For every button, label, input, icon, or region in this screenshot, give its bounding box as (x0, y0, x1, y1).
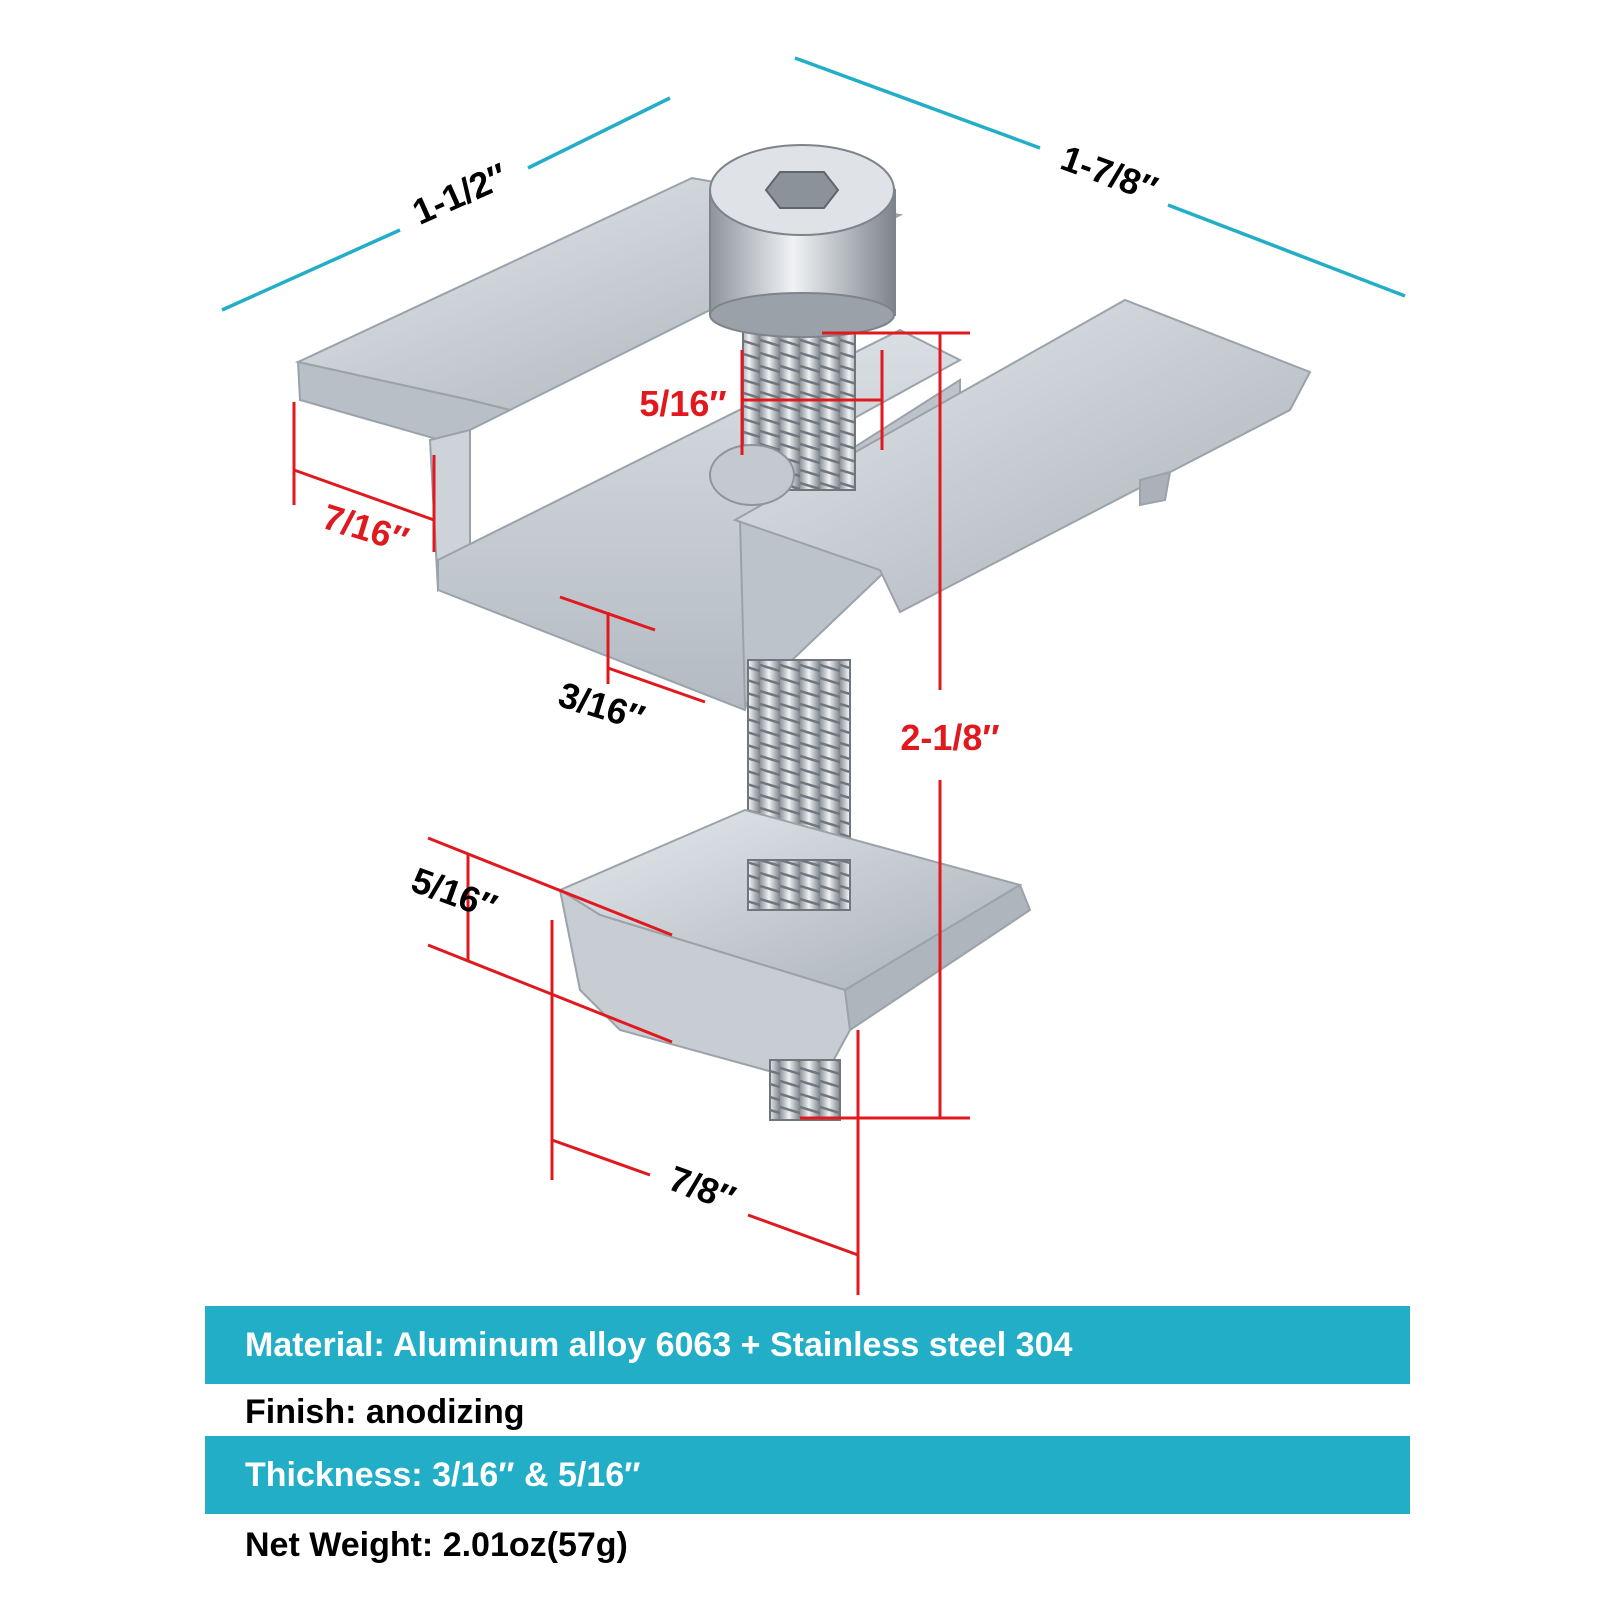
dim-label-nut-width: 7/8″ (664, 1157, 741, 1219)
spec-material-text: Material: Aluminum alloy 6063 + Stainles… (245, 1325, 1073, 1364)
hex-socket-icon (764, 171, 840, 209)
dim-label-base-thickness: 3/16″ (554, 674, 649, 739)
bolt-head-bottom (709, 292, 895, 338)
nut-w-line-a (551, 1138, 651, 1177)
flange-dim-line (293, 468, 435, 522)
washer (709, 444, 795, 506)
spec-net-weight: Net Weight: 2.01oz(57g) (205, 1514, 1410, 1576)
spec-net-weight-text: Net Weight: 2.01oz(57g) (245, 1525, 628, 1564)
t-nut (557, 808, 1032, 1121)
dim-label-top-right-length: 1-7/8″ (1056, 137, 1163, 209)
right-flange-lip (1139, 470, 1172, 507)
right-flange (732, 298, 1312, 614)
base-thk-tick-bottom (607, 666, 706, 704)
nut-thk-tick-top (427, 836, 673, 937)
spec-thickness-text: Thickness: 3/16″ & 5/16″ (245, 1455, 641, 1494)
spec-thickness: Thickness: 3/16″ & 5/16″ (205, 1436, 1410, 1514)
nut-thk-tick-bottom (427, 943, 673, 1044)
clamp-diagram: 1-1/2″ 1-7/8″ 5/16″ 7/16″ 3/16″ 2-1/8″ 5… (221, 56, 1406, 1295)
dim-label-overall-height: 2-1/8″ (900, 717, 999, 758)
dim-label-nut-thickness: 5/16″ (406, 859, 502, 927)
spec-finish-text: Finish: anodizing (245, 1392, 525, 1431)
dim-label-top-left-width: 1-1/2″ (406, 155, 513, 233)
t-nut-front (558, 887, 852, 1087)
bolt-tip (769, 1059, 841, 1121)
bolt-through-nut (747, 859, 851, 911)
dim-label-bolt-diameter: 5/16″ (639, 383, 726, 424)
dim-label-flange-height: 7/16″ (318, 496, 413, 561)
nut-w-line-b (747, 1213, 859, 1257)
red-dimension-lines (292, 331, 970, 1295)
blue-dimension-lines (221, 56, 1406, 312)
length-dim-line-b (1167, 203, 1406, 298)
spec-material: Material: Aluminum alloy 6063 + Stainles… (205, 1306, 1410, 1384)
width-dim-line-b (527, 96, 671, 170)
width-dim-line-a (221, 228, 401, 312)
t-nut-side (843, 883, 1032, 1032)
spec-finish: Finish: anodizing (205, 1384, 1410, 1440)
length-dim-line-a (794, 56, 1041, 150)
